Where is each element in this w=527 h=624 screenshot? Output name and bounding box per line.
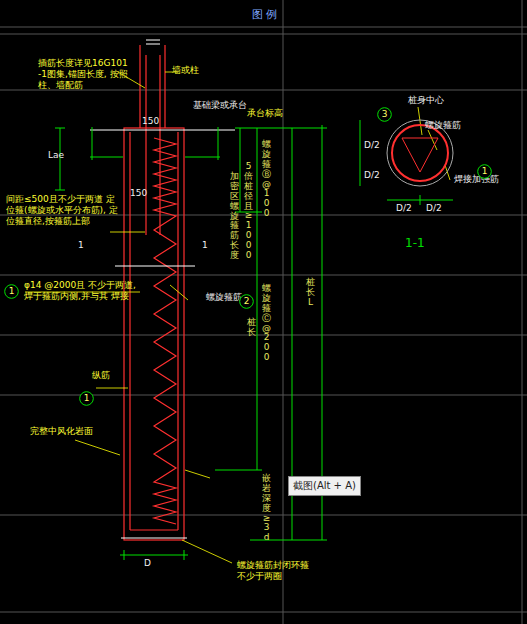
annotation: D/2 <box>396 203 412 214</box>
annotation: 5倍桩径且≥1000 <box>244 162 253 261</box>
annotation: Lae <box>48 150 64 161</box>
annotation: 螺旋箍筋封闭环箍 不少于两圈 <box>237 560 317 582</box>
annotation: 1-1 <box>405 236 425 250</box>
callout-text: 1 <box>4 284 19 299</box>
annotation: 嵌岩深度≥3d <box>262 474 271 543</box>
annotation: 150 <box>142 116 159 127</box>
annotation: φ14 @2000且 不少于两道, 焊于箍筋内侧,并与其 焊接 <box>24 280 136 302</box>
callout-number: 3 <box>377 107 392 122</box>
annotation: 墙或柱 <box>172 65 199 76</box>
callout-text: 3 <box>377 107 392 122</box>
annotation: 1 <box>78 240 84 251</box>
annotation: 插筋长度详见16G101 -1图集,锚固长度, 按照柱、墙配筋 <box>38 58 138 90</box>
callout-text: 2 <box>239 294 254 309</box>
annotation: D/2 <box>426 203 442 214</box>
annotation: 桩长 <box>247 318 256 338</box>
annotation: 间距≤500且不少于两道 定位箍(螺旋或水平分布筋), 定位箍直径,按箍筋上部 <box>6 194 118 226</box>
callout-number: 1 <box>79 391 94 406</box>
annotation: 1 <box>202 240 208 251</box>
callout-number: 2 <box>239 294 254 309</box>
callout-text: 1 <box>477 164 492 179</box>
annotation: 纵筋 <box>92 370 110 381</box>
annotation: 加密区螺旋箍筋长度 <box>230 172 239 261</box>
annotation: 螺旋箍Ⓑ@100 <box>262 140 271 219</box>
annotation: 螺旋箍Ⓒ@200 <box>262 284 271 363</box>
tooltip: 截图(Alt + A) <box>288 476 361 496</box>
annotation: 螺旋箍筋 <box>425 120 461 131</box>
annotation: 焊接加强筋 <box>454 174 499 185</box>
annotation: 桩长 L <box>306 278 315 308</box>
annotation: 150 <box>130 188 147 199</box>
annotation: 基础梁或承台 <box>193 100 247 111</box>
title: 图 例 <box>252 8 278 21</box>
annotation: 桩身中心 <box>408 95 444 106</box>
annotation: D/2 <box>364 140 380 151</box>
annotation: 完整中风化岩面 <box>30 426 93 437</box>
annotation: D <box>144 558 151 569</box>
callout-text: 1 <box>79 391 94 406</box>
callout-number: 1 <box>4 284 19 299</box>
annotation: 承台标高 <box>247 108 283 119</box>
callout-number: 1 <box>477 164 492 179</box>
spiral-stirrup <box>154 138 176 524</box>
annotation: 螺旋箍筋 <box>206 292 242 303</box>
annotation: D/2 <box>364 170 380 181</box>
